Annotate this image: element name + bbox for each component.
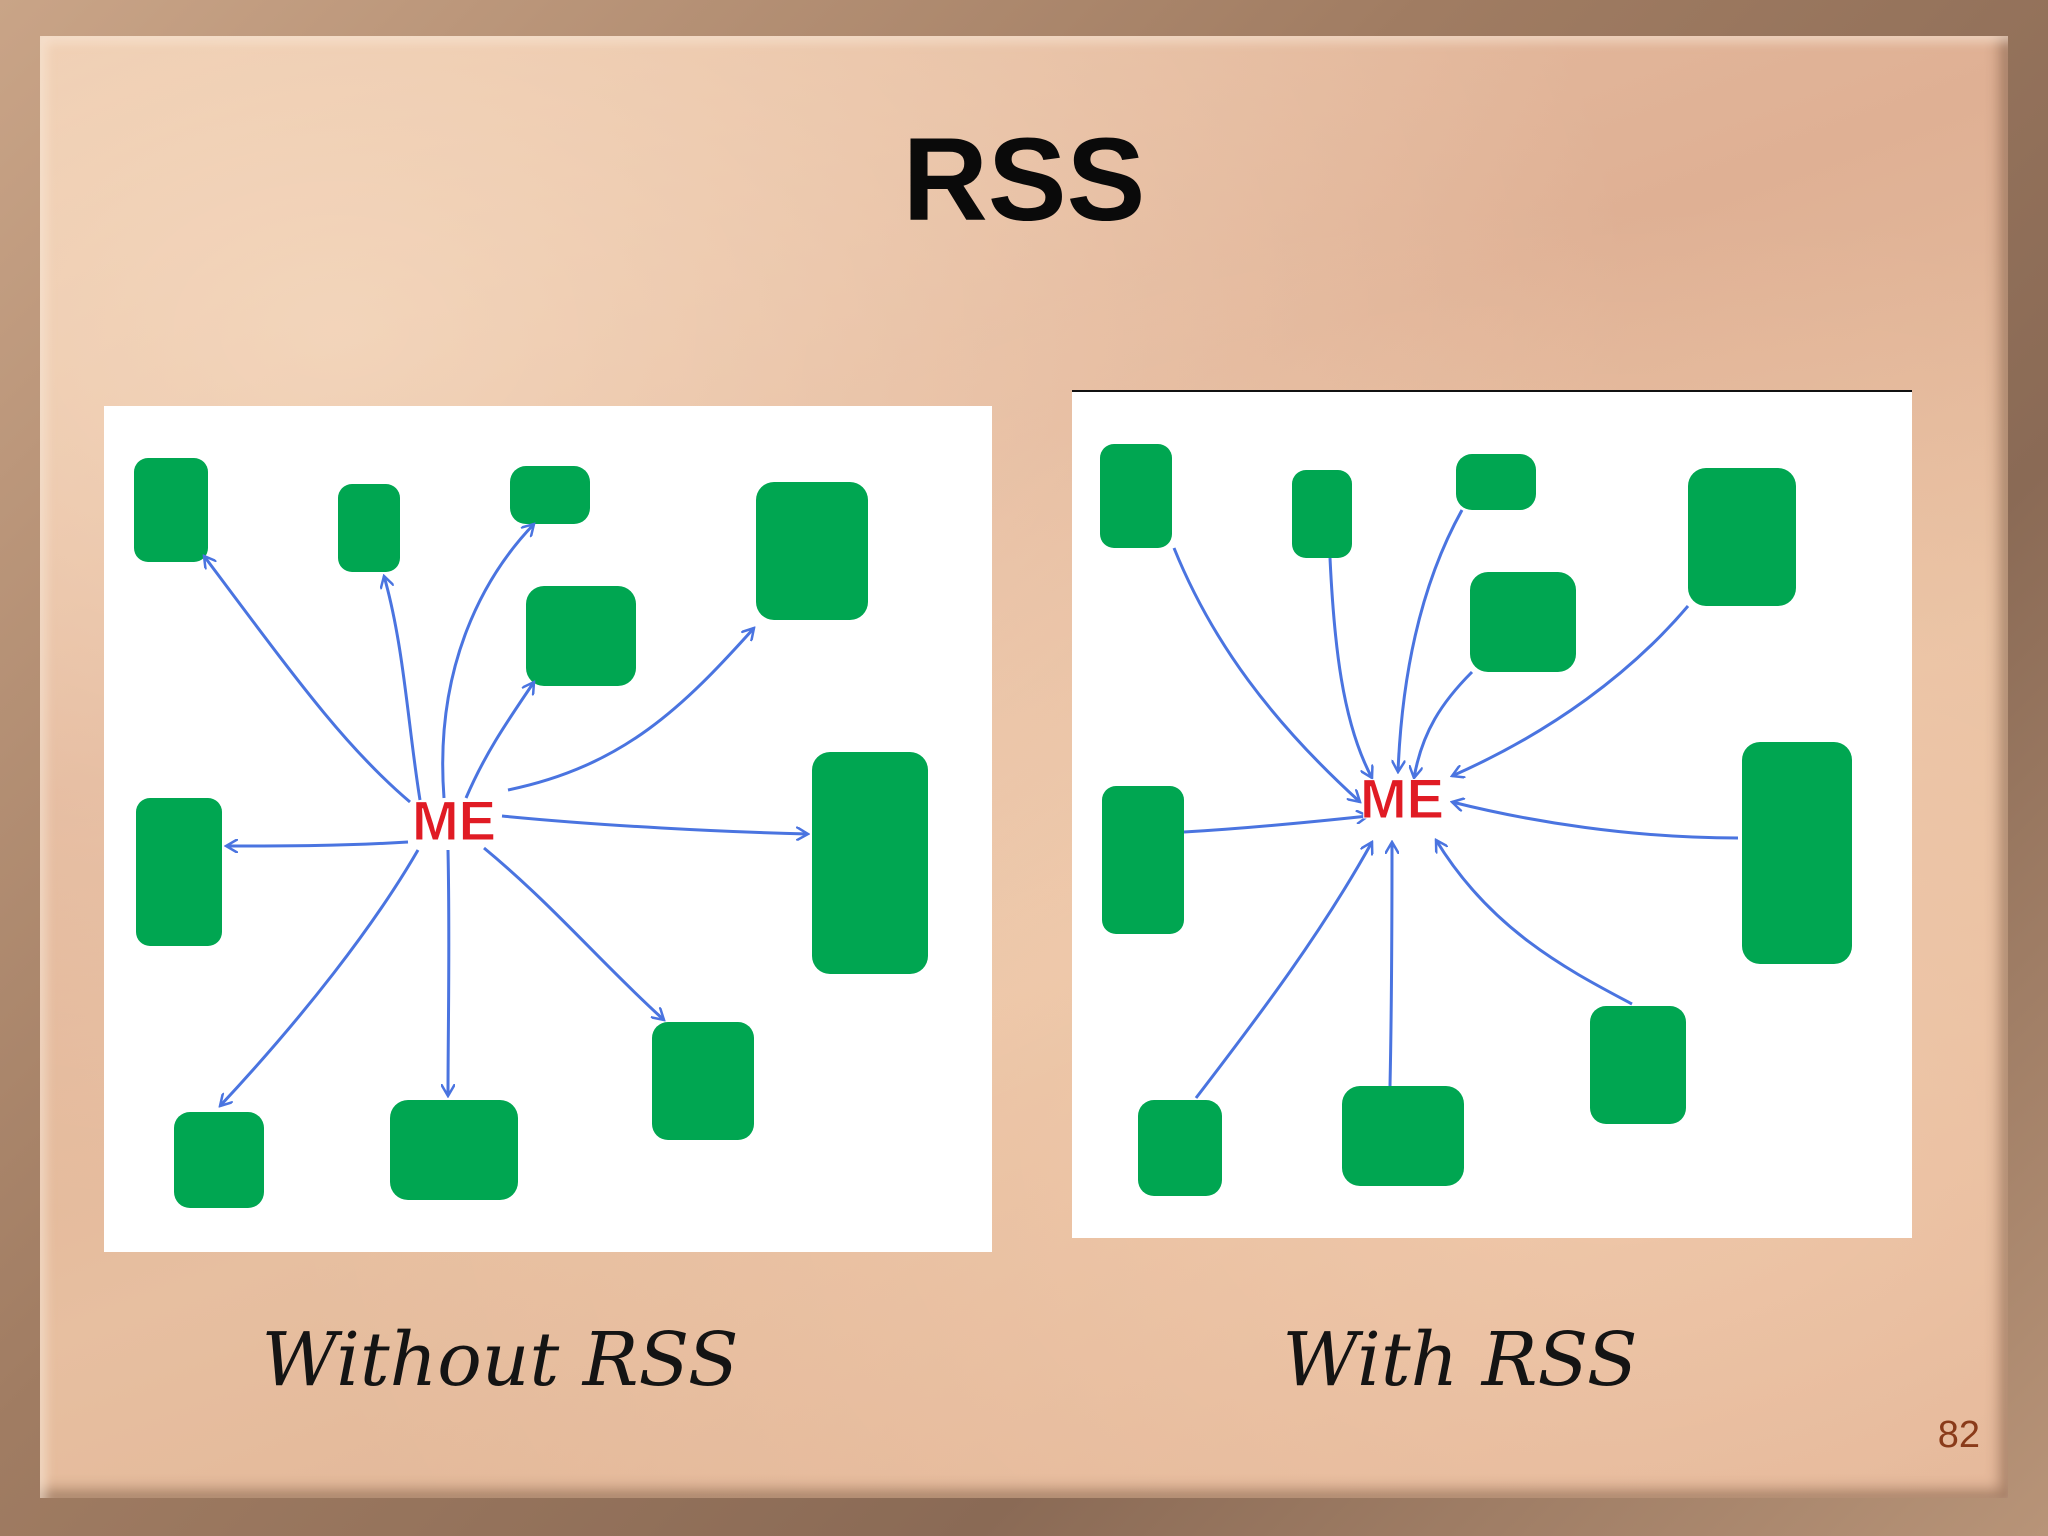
slide-title: RSS: [902, 114, 1146, 246]
me-label: ME: [412, 789, 496, 852]
feed-node: [812, 752, 928, 974]
feed-node: [1292, 470, 1352, 558]
feed-node: [1742, 742, 1852, 964]
feed-node: [174, 1112, 264, 1208]
with-rss-diagram: ME: [1072, 390, 1912, 1238]
incoming-arrows: [1172, 509, 1739, 1099]
outgoing-arrows: [204, 524, 808, 1106]
feed-node: [1470, 572, 1576, 672]
feed-node: [1138, 1100, 1222, 1196]
feed-node: [134, 458, 208, 562]
without-rss-svg: ME: [134, 458, 928, 1208]
feed-node: [1688, 468, 1796, 606]
feed-node: [756, 482, 868, 620]
feed-node: [526, 586, 636, 686]
feed-node: [1102, 786, 1184, 934]
feed-node: [390, 1100, 518, 1200]
without-rss-caption: Without RSS: [261, 1317, 739, 1403]
feed-node: [1590, 1006, 1686, 1124]
feed-node: [652, 1022, 754, 1140]
feed-node: [510, 466, 590, 524]
with-rss-caption: With RSS: [1282, 1317, 1638, 1403]
feed-node: [1342, 1086, 1464, 1186]
feed-node: [1100, 444, 1172, 548]
page-number: 82: [1937, 1414, 1980, 1456]
without-rss-diagram: ME: [104, 406, 992, 1252]
feed-node: [1456, 454, 1536, 510]
feed-node: [136, 798, 222, 946]
me-label: ME: [1360, 767, 1444, 830]
with-rss-svg: ME: [1100, 444, 1852, 1196]
feed-node: [338, 484, 400, 572]
